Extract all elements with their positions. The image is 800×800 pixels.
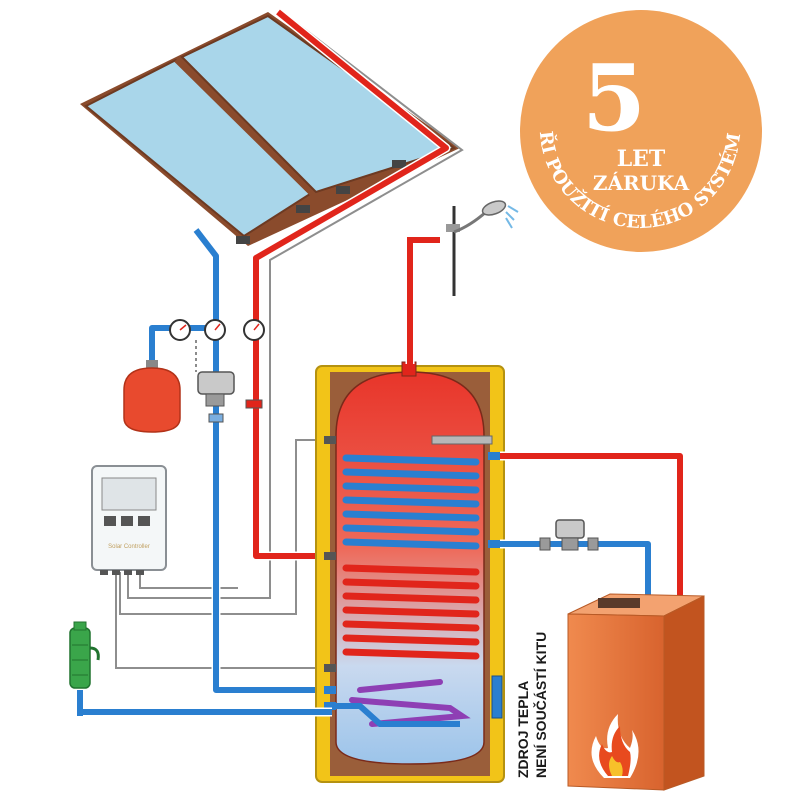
tank-sensor-sleeve bbox=[431, 435, 493, 445]
boiler bbox=[567, 593, 705, 791]
badge-number: 5 bbox=[582, 44, 646, 152]
expansion-vessel bbox=[123, 360, 181, 433]
heat-source-label-line2: NENÍ SOUČÁSTÍ KITU bbox=[532, 632, 549, 778]
boiler-pump bbox=[539, 519, 599, 551]
controller-button-1 bbox=[104, 516, 116, 526]
cold-water-supply bbox=[69, 621, 332, 717]
controller-display bbox=[101, 477, 157, 511]
hot-water-pipe bbox=[407, 237, 440, 364]
badge-line1: LET bbox=[617, 146, 666, 172]
controller-button-2 bbox=[121, 516, 133, 526]
shower bbox=[446, 200, 519, 296]
boiler-control-panel bbox=[598, 598, 640, 608]
safety-valve bbox=[69, 621, 100, 689]
badge-circle bbox=[520, 10, 762, 252]
solar-hot-pipe bbox=[253, 9, 449, 559]
boiler-hot-pipe bbox=[500, 453, 683, 598]
controller-button-3 bbox=[138, 516, 150, 526]
boiler-front bbox=[567, 613, 665, 791]
solar-controller: Solar Controller bbox=[91, 465, 167, 575]
badge-line2: ZÁRUKA bbox=[593, 171, 690, 195]
lower-solar-coil bbox=[342, 564, 480, 660]
heat-source-label: ZDROJ TEPLA NENÍ SOUČÁSTÍ KITU bbox=[515, 632, 549, 778]
circulation-pump bbox=[197, 371, 235, 395]
flame-icon bbox=[591, 714, 639, 778]
solar-loop-pipes bbox=[149, 8, 451, 695]
heating-element bbox=[349, 679, 471, 727]
boiler-loop-pipes bbox=[500, 451, 685, 604]
controller-label: Solar Controller bbox=[108, 544, 150, 550]
collector-panel-right bbox=[180, 14, 457, 194]
solar-cold-pipe bbox=[193, 228, 332, 693]
storage-tank bbox=[315, 361, 505, 783]
upper-coil bbox=[342, 454, 480, 550]
tank-flange bbox=[491, 675, 503, 719]
solar-collector-array bbox=[80, 12, 460, 246]
sensor-cables bbox=[115, 13, 464, 669]
boiler-side bbox=[663, 595, 705, 791]
heat-source-label-line1: ZDROJ TEPLA bbox=[515, 681, 531, 778]
shower-head bbox=[481, 200, 507, 216]
pump-station bbox=[169, 319, 265, 423]
hot-water-outlet bbox=[405, 235, 440, 364]
